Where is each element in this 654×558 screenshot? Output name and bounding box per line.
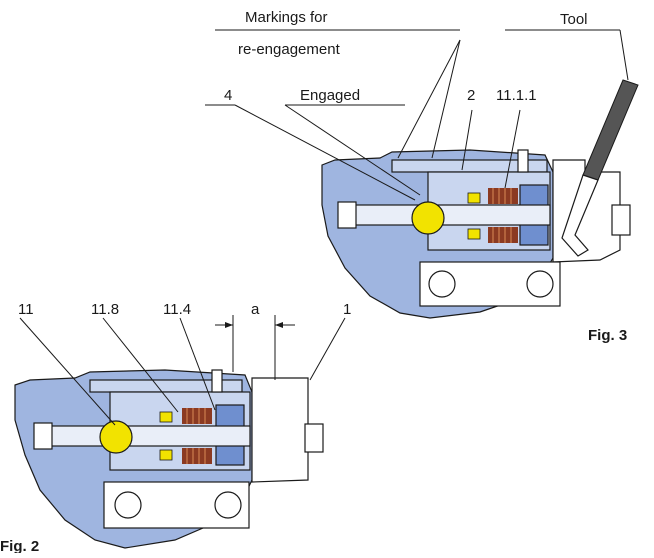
fig2-detent-block-lower xyxy=(159,449,173,461)
fig2-shaft-end xyxy=(33,422,53,450)
fig2-bearing-ball-left xyxy=(114,491,142,519)
fig3-bearing-ball-left xyxy=(428,270,456,298)
fig3-bearing-ball-right xyxy=(526,270,554,298)
label-11-4: 11.4 xyxy=(163,301,191,318)
caption-fig2: Fig. 2 xyxy=(0,538,39,553)
fig2-spring-upper xyxy=(182,408,212,424)
fig3-spring-upper xyxy=(488,188,518,204)
label-markings-line2: re-engagement xyxy=(238,41,341,58)
fig3-detent-block-lower xyxy=(467,228,481,240)
fig3-leaders xyxy=(205,29,629,201)
fig3-spring-lower xyxy=(488,227,518,243)
fig3-drawing xyxy=(321,79,639,319)
label-tool: Tool xyxy=(560,11,588,28)
fig3-detent-block-upper xyxy=(467,192,481,204)
label-engaged: Engaged xyxy=(300,87,360,104)
caption-fig3: Fig. 3 xyxy=(588,327,627,344)
fig2-spring-lower xyxy=(182,448,212,464)
tool-shank xyxy=(561,174,599,257)
label-11-1-1: 11.1.1 xyxy=(496,87,537,104)
fig3-guard-bolt xyxy=(611,204,631,236)
fig2-bearing-ball-right xyxy=(214,491,242,519)
label-11: 11 xyxy=(18,301,34,318)
fig2-shaft xyxy=(35,425,251,447)
fig3-shaft xyxy=(339,204,551,226)
label-markings-line1: Markings for xyxy=(245,9,328,26)
fig3-top-screw xyxy=(517,149,529,173)
label-11-8: 11.8 xyxy=(91,301,119,318)
fig3-detent-ball xyxy=(411,201,445,235)
fig2-leaders xyxy=(19,315,346,426)
fig2-detent-block-upper xyxy=(159,411,173,423)
label-4: 4 xyxy=(224,87,232,104)
tool-handle xyxy=(582,79,639,181)
fig2-guard-housing xyxy=(251,377,309,483)
label-2: 2 xyxy=(467,87,475,104)
fig2-detent-ball xyxy=(99,420,133,454)
fig2-drawing xyxy=(14,369,324,549)
fig3-shaft-end xyxy=(337,201,357,229)
fig2-top-screw xyxy=(211,369,223,393)
label-1: 1 xyxy=(343,301,351,318)
fig2-guard-bolt xyxy=(304,423,324,453)
label-dim-a: a xyxy=(251,301,260,318)
